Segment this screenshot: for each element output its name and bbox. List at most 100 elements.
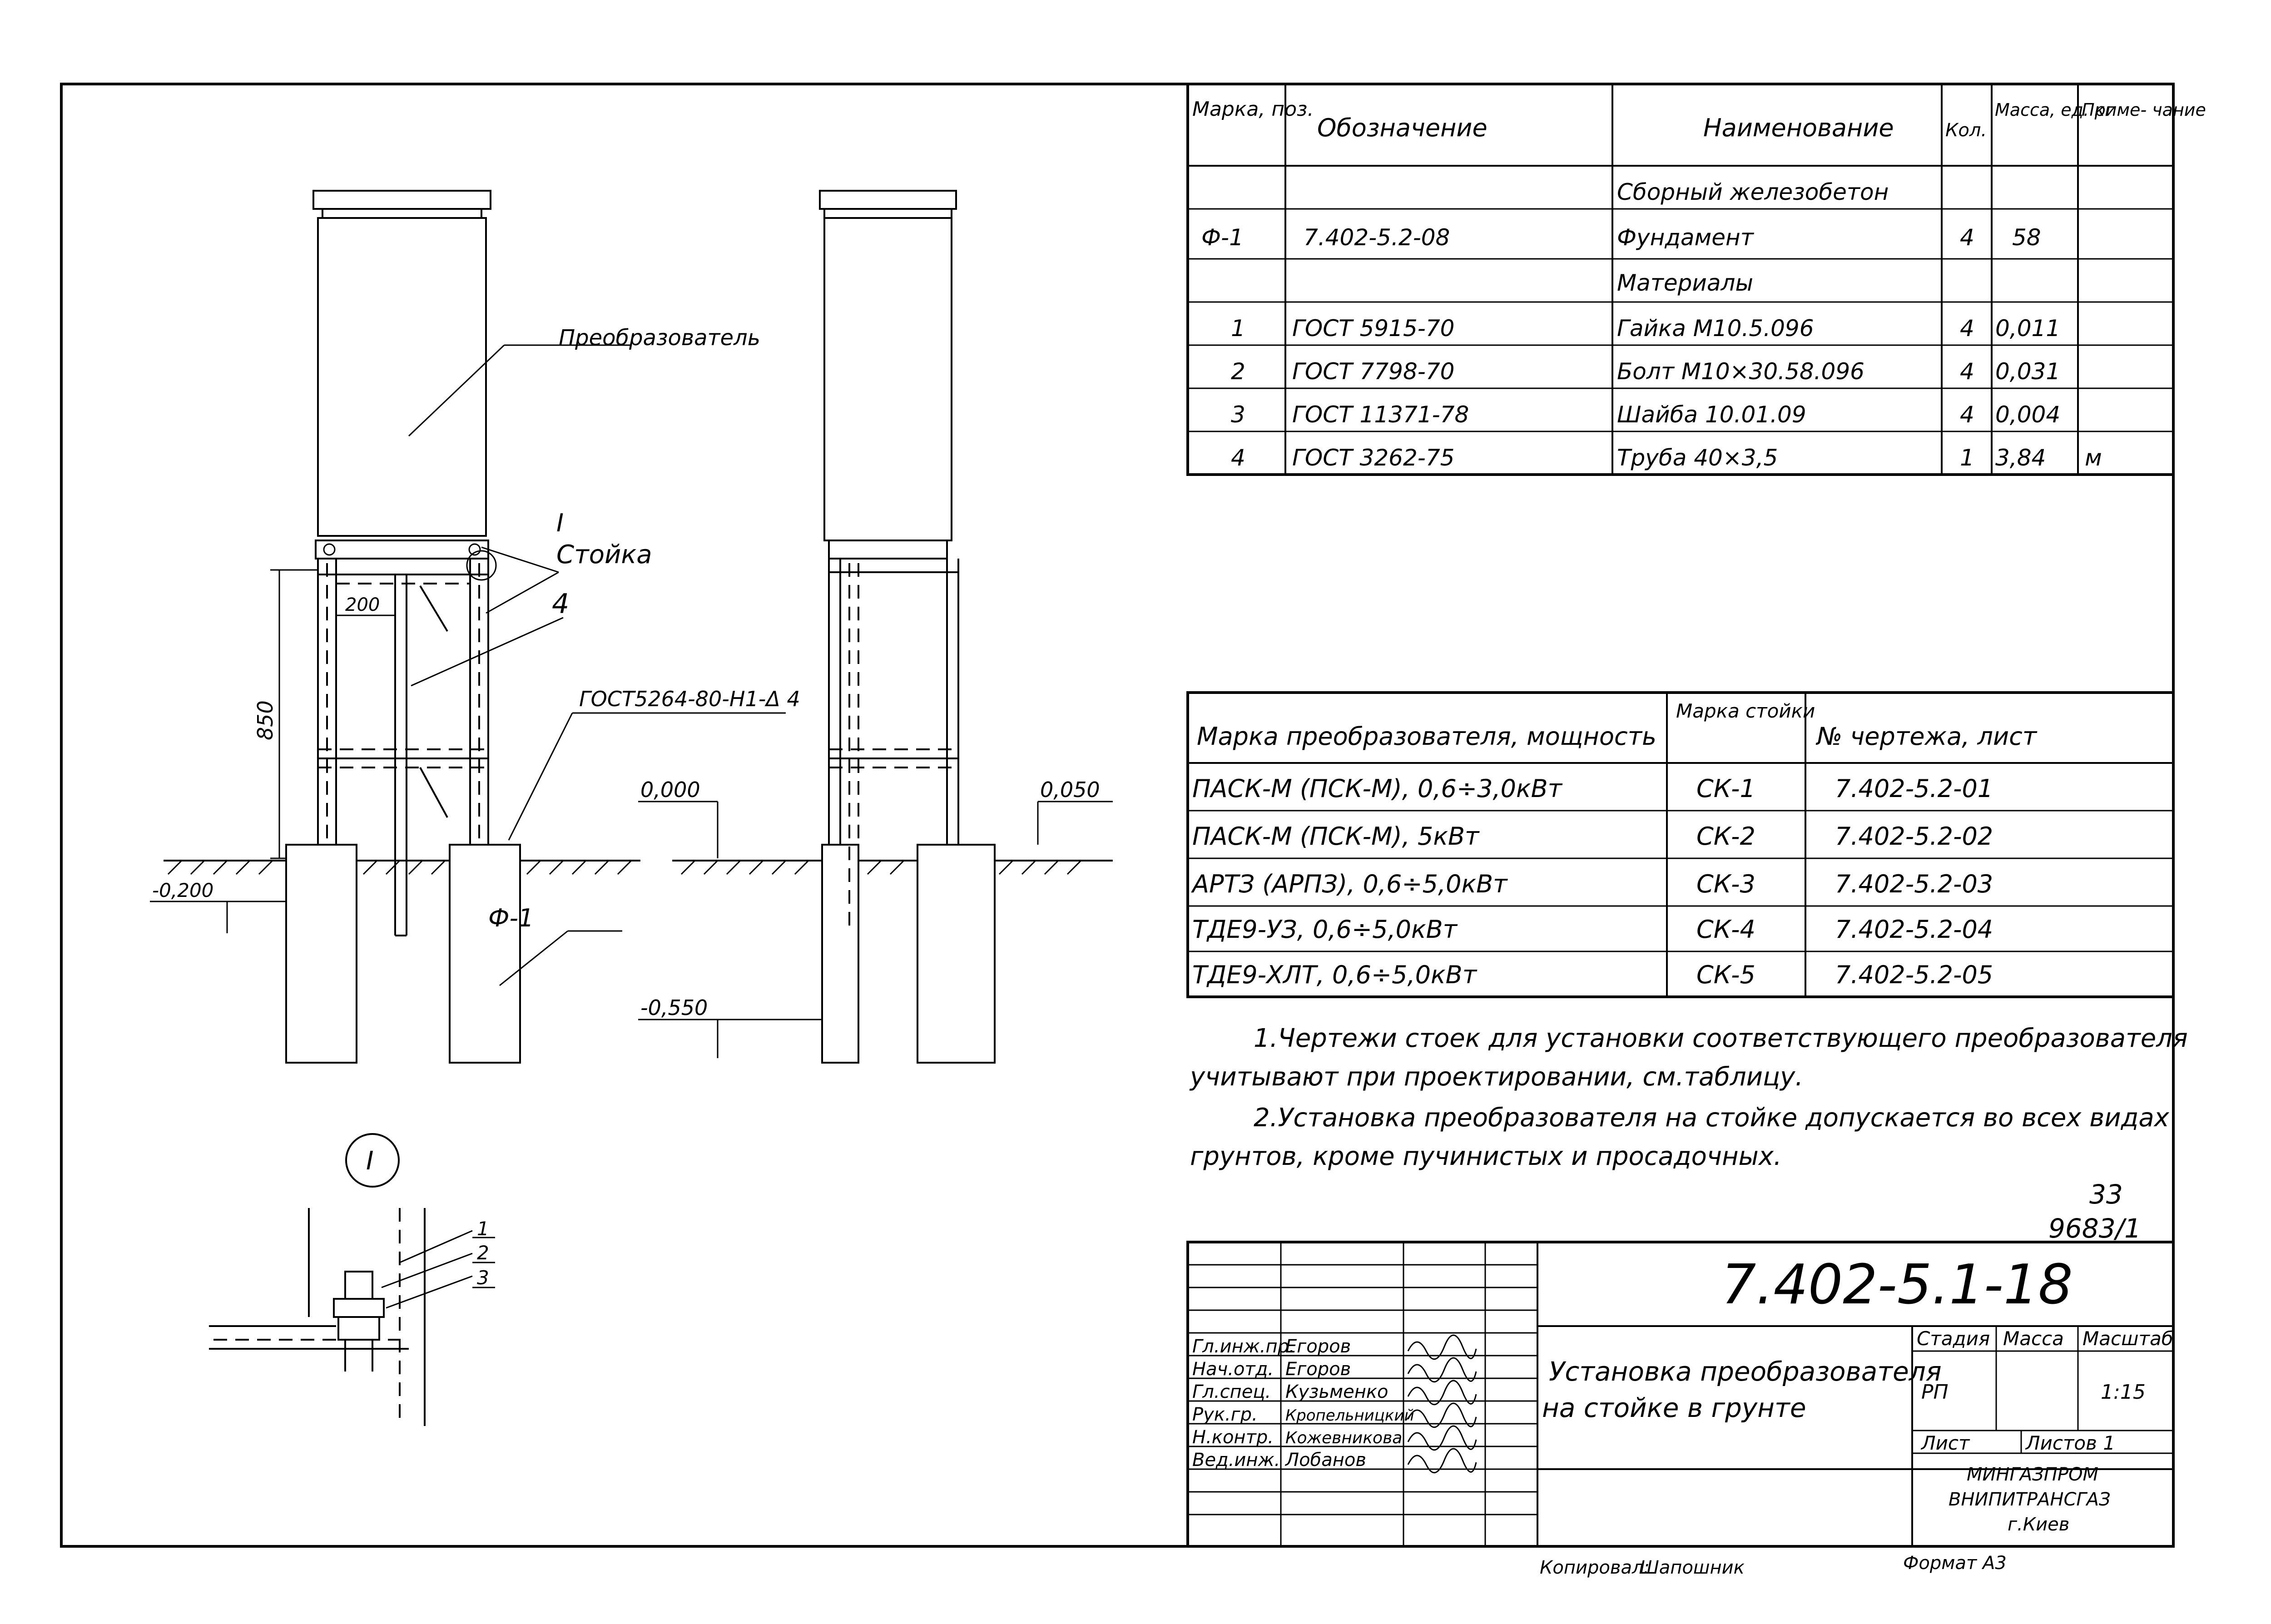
sheets-label: Листов 1 bbox=[2025, 1432, 2115, 1454]
note-2-line-2: грунтов, кроме пучинистых и просадочных. bbox=[1190, 1142, 1782, 1171]
dim-850: 850 bbox=[253, 700, 278, 740]
conv-row-2-model: АРТЗ (АРПЗ), 0,6÷5,0кВт bbox=[1191, 870, 1508, 898]
position-4-label: 4 bbox=[552, 588, 569, 620]
org-line-2: ВНИПИТРАНСГАЗ bbox=[1949, 1489, 2111, 1510]
copied-label: Копировал: bbox=[1540, 1557, 1650, 1578]
conv-row-1-model: ПАСК-М (ПСК-М), 5кВт bbox=[1192, 822, 1480, 851]
title-line-2: на стойке в грунте bbox=[1542, 1392, 1806, 1423]
copied-by: Шапошник bbox=[1640, 1557, 1745, 1578]
sig-role-6: Вед.инж. bbox=[1192, 1450, 1280, 1471]
sig-role-4: Рук.гр. bbox=[1192, 1404, 1258, 1425]
spec-header-note: Приме- чание bbox=[2082, 100, 2206, 120]
spec-row-6-mark: 4 bbox=[1231, 445, 1245, 471]
sig-name-5: Кожевникова bbox=[1285, 1429, 1402, 1447]
spec-row-0-name: Сборный железобетон bbox=[1617, 179, 1889, 205]
scale-value: 1:15 bbox=[2101, 1381, 2146, 1404]
spec-row-5-qty: 4 bbox=[1960, 401, 1974, 428]
spec-row-1-name: Фундамент bbox=[1617, 224, 1755, 251]
conv-row-0-post: СК-1 bbox=[1696, 774, 1755, 803]
title-line-1: Установка преобразователя bbox=[1549, 1356, 1942, 1387]
sig-name-4: Кропельницкий bbox=[1285, 1406, 1414, 1425]
spec-row-6-qty: 1 bbox=[1960, 445, 1974, 471]
dim-200: 200 bbox=[345, 594, 380, 615]
format-label: Формат А3 bbox=[1903, 1553, 2007, 1574]
note-1-line-1: 1.Чертежи стоек для установки соответств… bbox=[1254, 1024, 2188, 1053]
stage-label: Стадия bbox=[1917, 1327, 1990, 1350]
spec-header-mark: Марка, поз. bbox=[1192, 98, 1314, 121]
converter-table: Марка преобразователя, мощность Марка ст… bbox=[1186, 691, 2175, 998]
spec-table: Марка, поз. Обозначение Наименование Кол… bbox=[1186, 83, 2206, 476]
spec-row-5-designation: ГОСТ 11371-78 bbox=[1292, 401, 1469, 428]
archive-number: 9683/1 bbox=[2048, 1213, 2141, 1244]
conv-row-1-post: СК-2 bbox=[1696, 822, 1755, 851]
level-0050: 0,050 bbox=[1040, 777, 1100, 802]
spec-row-4-qty: 4 bbox=[1960, 358, 1974, 385]
spec-row-4-mark: 2 bbox=[1231, 358, 1245, 385]
detail-pos-1: 1 bbox=[477, 1218, 489, 1240]
spec-row-1-qty: 4 bbox=[1960, 224, 1974, 251]
spec-header-mass: Масса, ед. кг bbox=[1995, 100, 2114, 120]
conv-row-2-drawing: 7.402-5.2-03 bbox=[1835, 870, 1993, 898]
side-view: 0,000 0,050 -0,550 bbox=[638, 190, 1113, 1064]
conv-row-4-drawing: 7.402-5.2-05 bbox=[1835, 961, 1993, 989]
conv-header-drawing: № чертежа, лист bbox=[1815, 722, 2038, 751]
foundation-label: Ф-1 bbox=[488, 904, 534, 932]
conv-row-3-drawing: 7.402-5.2-04 bbox=[1835, 915, 1993, 944]
notes: 1.Чертежи стоек для установки соответств… bbox=[1189, 1024, 2188, 1171]
sig-name-3: Кузьменко bbox=[1285, 1381, 1388, 1402]
spec-row-6-name: Труба 40×3,5 bbox=[1617, 445, 1778, 471]
sig-role-3: Гл.спец. bbox=[1192, 1381, 1271, 1402]
scale-label: Масштаб bbox=[2083, 1327, 2173, 1350]
org-line-1: МИНГАЗПРОМ bbox=[1967, 1464, 2098, 1485]
note-2-line-1: 2.Установка преобразователя на стойке до… bbox=[1254, 1103, 2170, 1133]
converter-label: Преобразователь bbox=[559, 325, 760, 351]
front-view: Преобразователь I Стойка 4 ГОСТ5264-80-Н… bbox=[150, 190, 800, 1064]
spec-row-1-mass: 58 bbox=[2012, 224, 2041, 251]
note-1-line-2: учитывают при проектировании, см.таблицу… bbox=[1189, 1062, 1803, 1092]
sig-role-2: Нач.отд. bbox=[1192, 1359, 1274, 1380]
spec-header-name: Наименование bbox=[1703, 114, 1894, 142]
spec-row-6-mass: 3,84 bbox=[1995, 445, 2046, 471]
weld-label: ГОСТ5264-80-Н1-Δ 4 bbox=[579, 687, 800, 711]
spec-row-5-mass: 0,004 bbox=[1995, 401, 2060, 428]
spec-header-designation: Обозначение bbox=[1317, 114, 1488, 142]
spec-row-3-mark: 1 bbox=[1231, 315, 1245, 342]
signature-scribbles bbox=[1407, 1334, 1477, 1474]
mass-label: Масса bbox=[2003, 1327, 2064, 1350]
spec-row-1-designation: 7.402-5.2-08 bbox=[1304, 224, 1450, 251]
conv-row-0-model: ПАСК-М (ПСК-М), 0,6÷3,0кВт bbox=[1192, 774, 1563, 803]
conv-header-model: Марка преобразователя, мощность bbox=[1197, 722, 1656, 751]
title-block: Гл.инж.пр. Егоров Нач.отд. Егоров Гл.спе… bbox=[1186, 1241, 2175, 1548]
stage-value: РП bbox=[1921, 1381, 1949, 1404]
level-minus-200: -0,200 bbox=[152, 879, 213, 901]
node-label: I bbox=[556, 509, 564, 537]
spec-row-3-name: Гайка М10.5.096 bbox=[1617, 315, 1814, 342]
conv-header-post: Марка стойки bbox=[1676, 700, 1815, 722]
conv-row-3-post: СК-4 bbox=[1696, 915, 1755, 944]
conv-row-1-drawing: 7.402-5.2-02 bbox=[1835, 822, 1993, 851]
spec-row-3-mass: 0,011 bbox=[1995, 315, 2060, 342]
conv-row-0-drawing: 7.402-5.2-01 bbox=[1835, 774, 1993, 803]
conv-row-2-post: СК-3 bbox=[1696, 870, 1755, 898]
detail-id: I bbox=[366, 1146, 374, 1176]
spec-row-3-designation: ГОСТ 5915-70 bbox=[1292, 315, 1454, 342]
spec-row-6-note: м bbox=[2085, 445, 2102, 471]
spec-row-5-name: Шайба 10.01.09 bbox=[1617, 401, 1806, 428]
spec-row-2-name: Материалы bbox=[1617, 270, 1753, 296]
spec-row-6-designation: ГОСТ 3262-75 bbox=[1292, 445, 1454, 471]
sheet-label: Лист bbox=[1920, 1432, 1970, 1454]
spec-row-1-mark: Ф-1 bbox=[1201, 224, 1244, 251]
sig-role-5: Н.контр. bbox=[1192, 1427, 1274, 1448]
sig-name-1: Егоров bbox=[1285, 1336, 1351, 1357]
conv-row-3-model: ТДЕ9-УЗ, 0,6÷5,0кВт bbox=[1192, 915, 1458, 944]
spec-row-3-qty: 4 bbox=[1960, 315, 1974, 342]
sig-role-1: Гл.инж.пр. bbox=[1192, 1336, 1295, 1357]
post-label: Стойка bbox=[556, 540, 652, 569]
spec-row-4-name: Болт М10×30.58.096 bbox=[1617, 358, 1864, 385]
conv-row-4-model: ТДЕ9-ХЛТ, 0,6÷5,0кВт bbox=[1192, 961, 1478, 989]
conv-row-4-post: СК-5 bbox=[1696, 961, 1755, 989]
level-0000: 0,000 bbox=[640, 777, 700, 802]
spec-row-4-designation: ГОСТ 7798-70 bbox=[1292, 358, 1454, 385]
detail-pos-3: 3 bbox=[477, 1267, 489, 1289]
